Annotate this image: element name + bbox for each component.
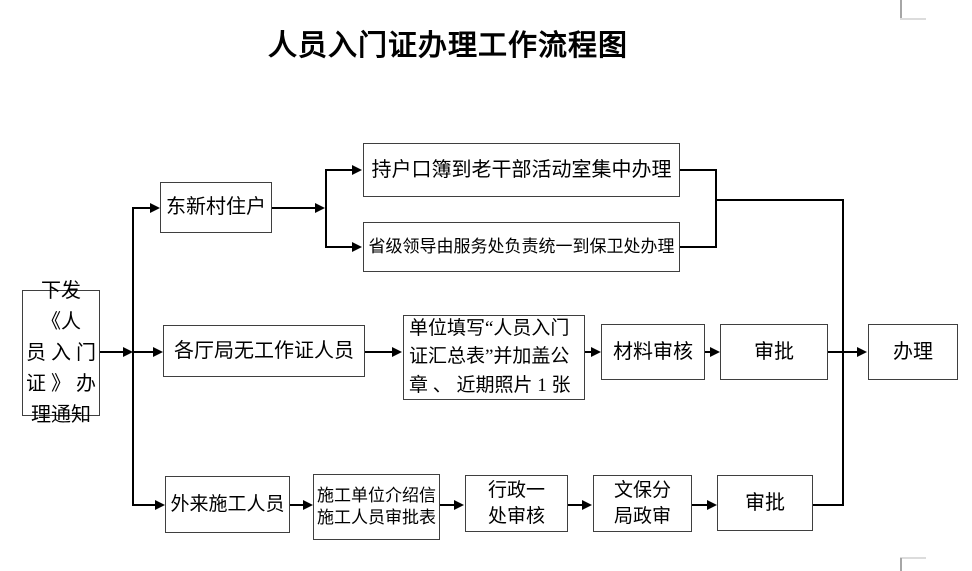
arrowhead-form-to-material: [591, 347, 601, 357]
node-start-label: 下发《人 员 入 门 证 》 办 理通知: [26, 279, 96, 426]
node-dongxincun-residents: 东新村住户: [160, 182, 272, 233]
node-admin-office-review: 行政一 处审核: [465, 475, 568, 532]
connector-approval-bottom-to-collector: [813, 504, 844, 506]
arrowhead-bureau-to-form: [392, 347, 402, 357]
connector-letters-to-admin: [440, 504, 455, 506]
node-bureau-staff-label: 各厅局无工作证人员: [174, 339, 354, 362]
node-security-bureau-vetting: 文保分 局政审: [593, 475, 692, 532]
connector-bureau-to-form: [365, 351, 393, 353]
node-hukou-register: 持户口簿到老干部活动室集中办理: [363, 143, 680, 197]
node-dongxincun-residents-label: 东新村住户: [166, 196, 266, 219]
connector-branch-to-workers: [134, 504, 156, 506]
connector-hukou-to-merge: [680, 169, 717, 171]
node-external-workers-label: 外来施工人员: [170, 493, 285, 515]
node-fill-summary-form: 单位填写“人员入门 证汇总表”并加盖公 章 、 近期照片 1 张: [403, 315, 585, 400]
connector-admin-to-security: [568, 504, 583, 506]
arrowhead-residents-to-split: [315, 203, 325, 213]
page-title: 人员入门证办理工作流程图: [267, 30, 628, 62]
arrowhead-letters-to-admin: [454, 500, 464, 510]
arrowhead-material-to-approval: [710, 347, 720, 357]
connector-branch-to-bureau: [134, 351, 154, 353]
arrowhead-admin-to-security: [582, 500, 592, 510]
connector-top-merge-line: [715, 169, 717, 248]
page-corner-mark-bottom-right-horizontal: [900, 557, 926, 559]
arrowhead-branch-to-residents: [150, 203, 160, 213]
node-process: 办理: [868, 324, 958, 380]
connector-left-branch-line: [132, 207, 134, 506]
connector-top-split-line: [325, 169, 327, 248]
arrowhead-branch-to-bureau: [153, 347, 163, 357]
node-intro-letter-approval-form: 施工单位介绍信 施工人员审批表: [313, 474, 440, 540]
node-provincial-leaders: 省级领导由服务处负责统一到保卫处办理: [363, 222, 680, 272]
arrowhead-split-to-hukou: [352, 165, 362, 175]
node-approval-mid: 审批: [720, 324, 828, 380]
connector-workers-to-letters: [290, 504, 304, 506]
arrowhead-split-to-leaders: [352, 242, 362, 252]
page-corner-mark-top-right-horizontal: [900, 18, 926, 20]
node-approval-bottom-label: 审批: [745, 491, 785, 514]
node-intro-letter-approval-form-label: 施工单位介绍信 施工人员审批表: [317, 485, 436, 527]
connector-material-to-approval: [705, 351, 711, 353]
arrowhead-workers-to-letters: [303, 500, 313, 510]
connector-split-to-hukou: [327, 169, 353, 171]
node-bureau-staff: 各厅局无工作证人员: [163, 325, 365, 377]
node-hukou-register-label: 持户口簿到老干部活动室集中办理: [371, 158, 672, 181]
connector-form-to-material: [585, 351, 592, 353]
node-start: 下发《人 员 入 门 证 》 办 理通知: [22, 280, 100, 426]
node-process-label: 办理: [893, 340, 933, 363]
node-provincial-leaders-label: 省级领导由服务处负责统一到保卫处办理: [368, 236, 675, 256]
connector-residents-to-split: [272, 207, 316, 209]
node-approval-bottom: 审批: [717, 475, 813, 531]
page-corner-mark-top-right-vertical: [900, 0, 902, 19]
connector-start-to-branch: [100, 351, 124, 353]
connector-merge-to-collector: [716, 199, 844, 201]
connector-security-to-approval: [692, 504, 708, 506]
arrowhead-branch-to-workers: [155, 500, 165, 510]
arrowhead-start-to-branch: [123, 347, 133, 357]
node-external-workers: 外来施工人员: [165, 476, 290, 533]
node-approval-mid-label: 审批: [754, 340, 794, 363]
connector-branch-to-residents: [134, 207, 151, 209]
connector-leaders-to-merge: [680, 246, 717, 248]
arrowhead-security-to-approval: [707, 500, 717, 510]
node-material-review-label: 材料审核: [613, 340, 693, 363]
node-fill-summary-form-label: 单位填写“人员入门 证汇总表”并加盖公 章 、 近期照片 1 张: [409, 317, 571, 396]
node-security-bureau-vetting-label: 文保分 局政审: [613, 480, 671, 527]
arrowhead-approval-to-process: [857, 347, 867, 357]
node-admin-office-review-label: 行政一 处审核: [487, 480, 545, 527]
node-material-review: 材料审核: [601, 324, 705, 380]
connector-split-to-leaders: [327, 246, 353, 248]
page-corner-mark-bottom-right-vertical: [900, 558, 902, 571]
connector-approval-to-process: [828, 351, 858, 353]
